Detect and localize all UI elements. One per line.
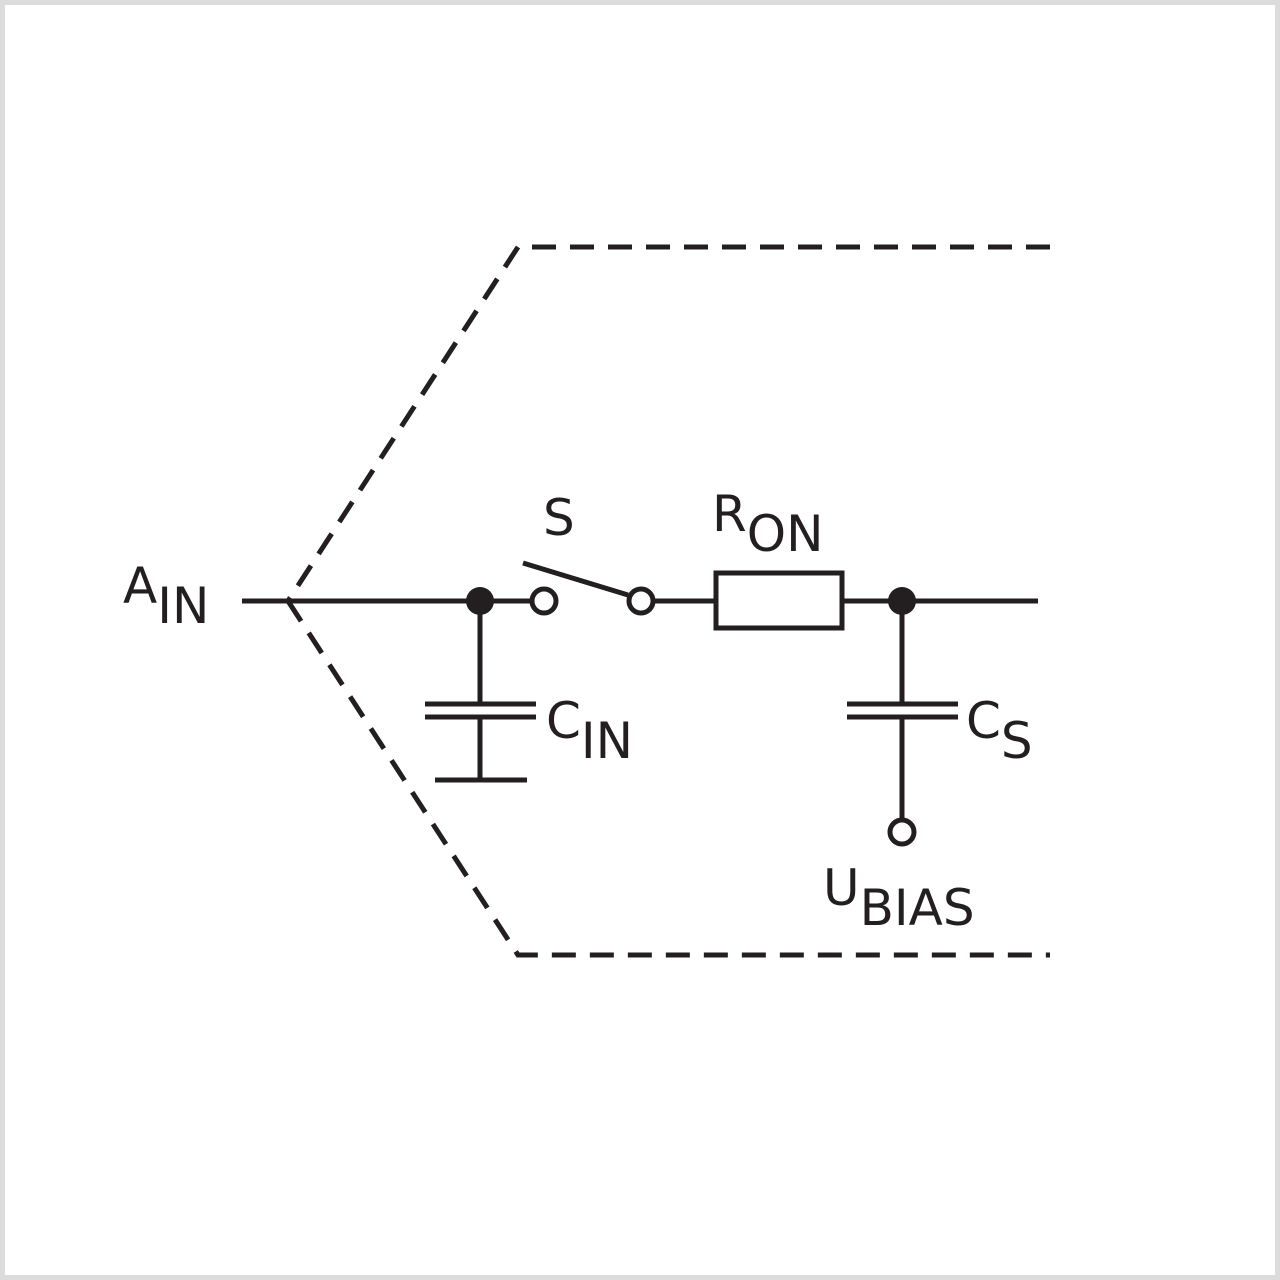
- input-capacitor-label: CIN: [546, 692, 633, 770]
- input-label: AIN: [123, 557, 209, 635]
- circuit-diagram: AIN S RON CIN CS UBIAS: [123, 244, 1050, 958]
- resistor-body: [713, 570, 845, 631]
- switch-label: S: [543, 489, 575, 547]
- package-outline-top: [285, 244, 1050, 603]
- junction-dot-output: [888, 587, 916, 615]
- bias-label: UBIAS: [823, 859, 975, 937]
- switch-blade: [522, 560, 629, 598]
- resistor-label: RON: [712, 485, 824, 563]
- sampling-capacitor-label: CS: [966, 692, 1033, 770]
- junction-dot-input: [466, 587, 494, 615]
- bias-terminal: [887, 817, 917, 847]
- switch-terminal-right: [626, 586, 656, 616]
- package-outline-bottom: [285, 599, 1050, 958]
- switch-terminal-left: [529, 586, 559, 616]
